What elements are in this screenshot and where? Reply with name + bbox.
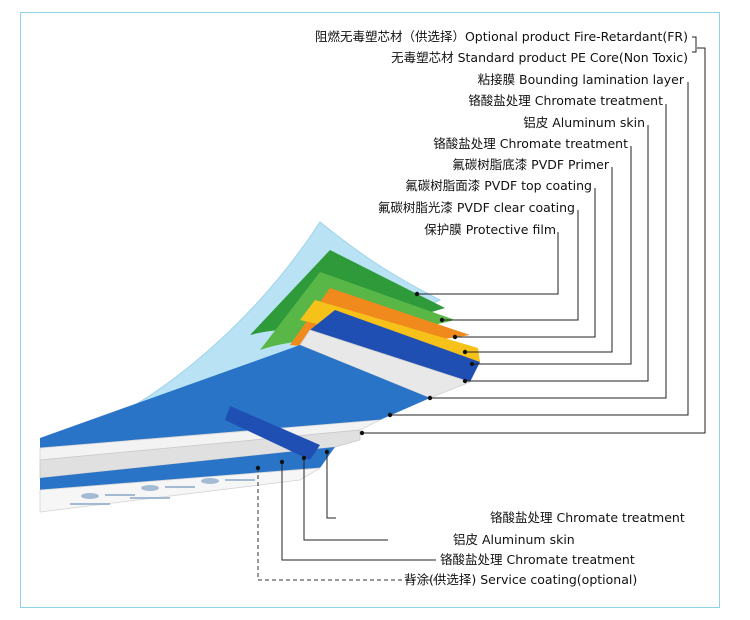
label-pvdf-top-coating: 氟碳树脂面漆 PVDF top coating: [405, 178, 592, 193]
label-pvdf-primer: 氟碳树脂底漆 PVDF Primer: [452, 157, 610, 172]
top-labels: 阻燃无毒塑芯材（供选择）Optional product Fire-Retard…: [315, 29, 688, 237]
layer-bottom-dark-blue: [225, 406, 320, 460]
diagram-frame: [20, 12, 720, 608]
label-service-coating: 背涂(供选择) Service coating(optional): [404, 572, 637, 587]
layer-top-blue-band: [40, 345, 430, 448]
label-aluminum-skin-bottom: 铝皮 Aluminum skin: [453, 532, 575, 547]
label-aluminum-skin-top: 铝皮 Aluminum skin: [523, 115, 645, 130]
label-chromate-bottom-1: 铬酸盐处理 Chromate treatment: [490, 510, 685, 525]
label-protective-film: 保护膜 Protective film: [424, 222, 556, 237]
bottom-leader-lines: [257, 452, 442, 581]
label-bonding-layer: 粘接膜 Bounding lamination layer: [478, 72, 685, 87]
label-chromate-bottom-2: 铬酸盐处理 Chromate treatment: [440, 552, 635, 567]
bottom-leader-dots: [255, 449, 330, 471]
label-pe-core: 无毒塑芯材 Standard product PE Core(Non Toxic…: [391, 50, 688, 65]
layer-aluminum-skin-top: [310, 310, 480, 382]
top-leader-dots: [359, 291, 475, 436]
label-chromate-top-1: 铬酸盐处理 Chromate treatment: [468, 93, 663, 108]
label-pvdf-clear-coating: 氟碳树脂光漆 PVDF clear coating: [378, 200, 575, 215]
top-leader-lines: [362, 36, 706, 434]
backing-print-marks: [70, 478, 255, 505]
label-fr-core: 阻燃无毒塑芯材（供选择）Optional product Fire-Retard…: [315, 29, 688, 44]
label-chromate-top-2: 铬酸盐处理 Chromate treatment: [433, 136, 628, 151]
layer-bottom-blue-band: [40, 447, 335, 490]
bottom-labels: 铬酸盐处理 Chromate treatment 铝皮 Aluminum ski…: [404, 510, 685, 587]
